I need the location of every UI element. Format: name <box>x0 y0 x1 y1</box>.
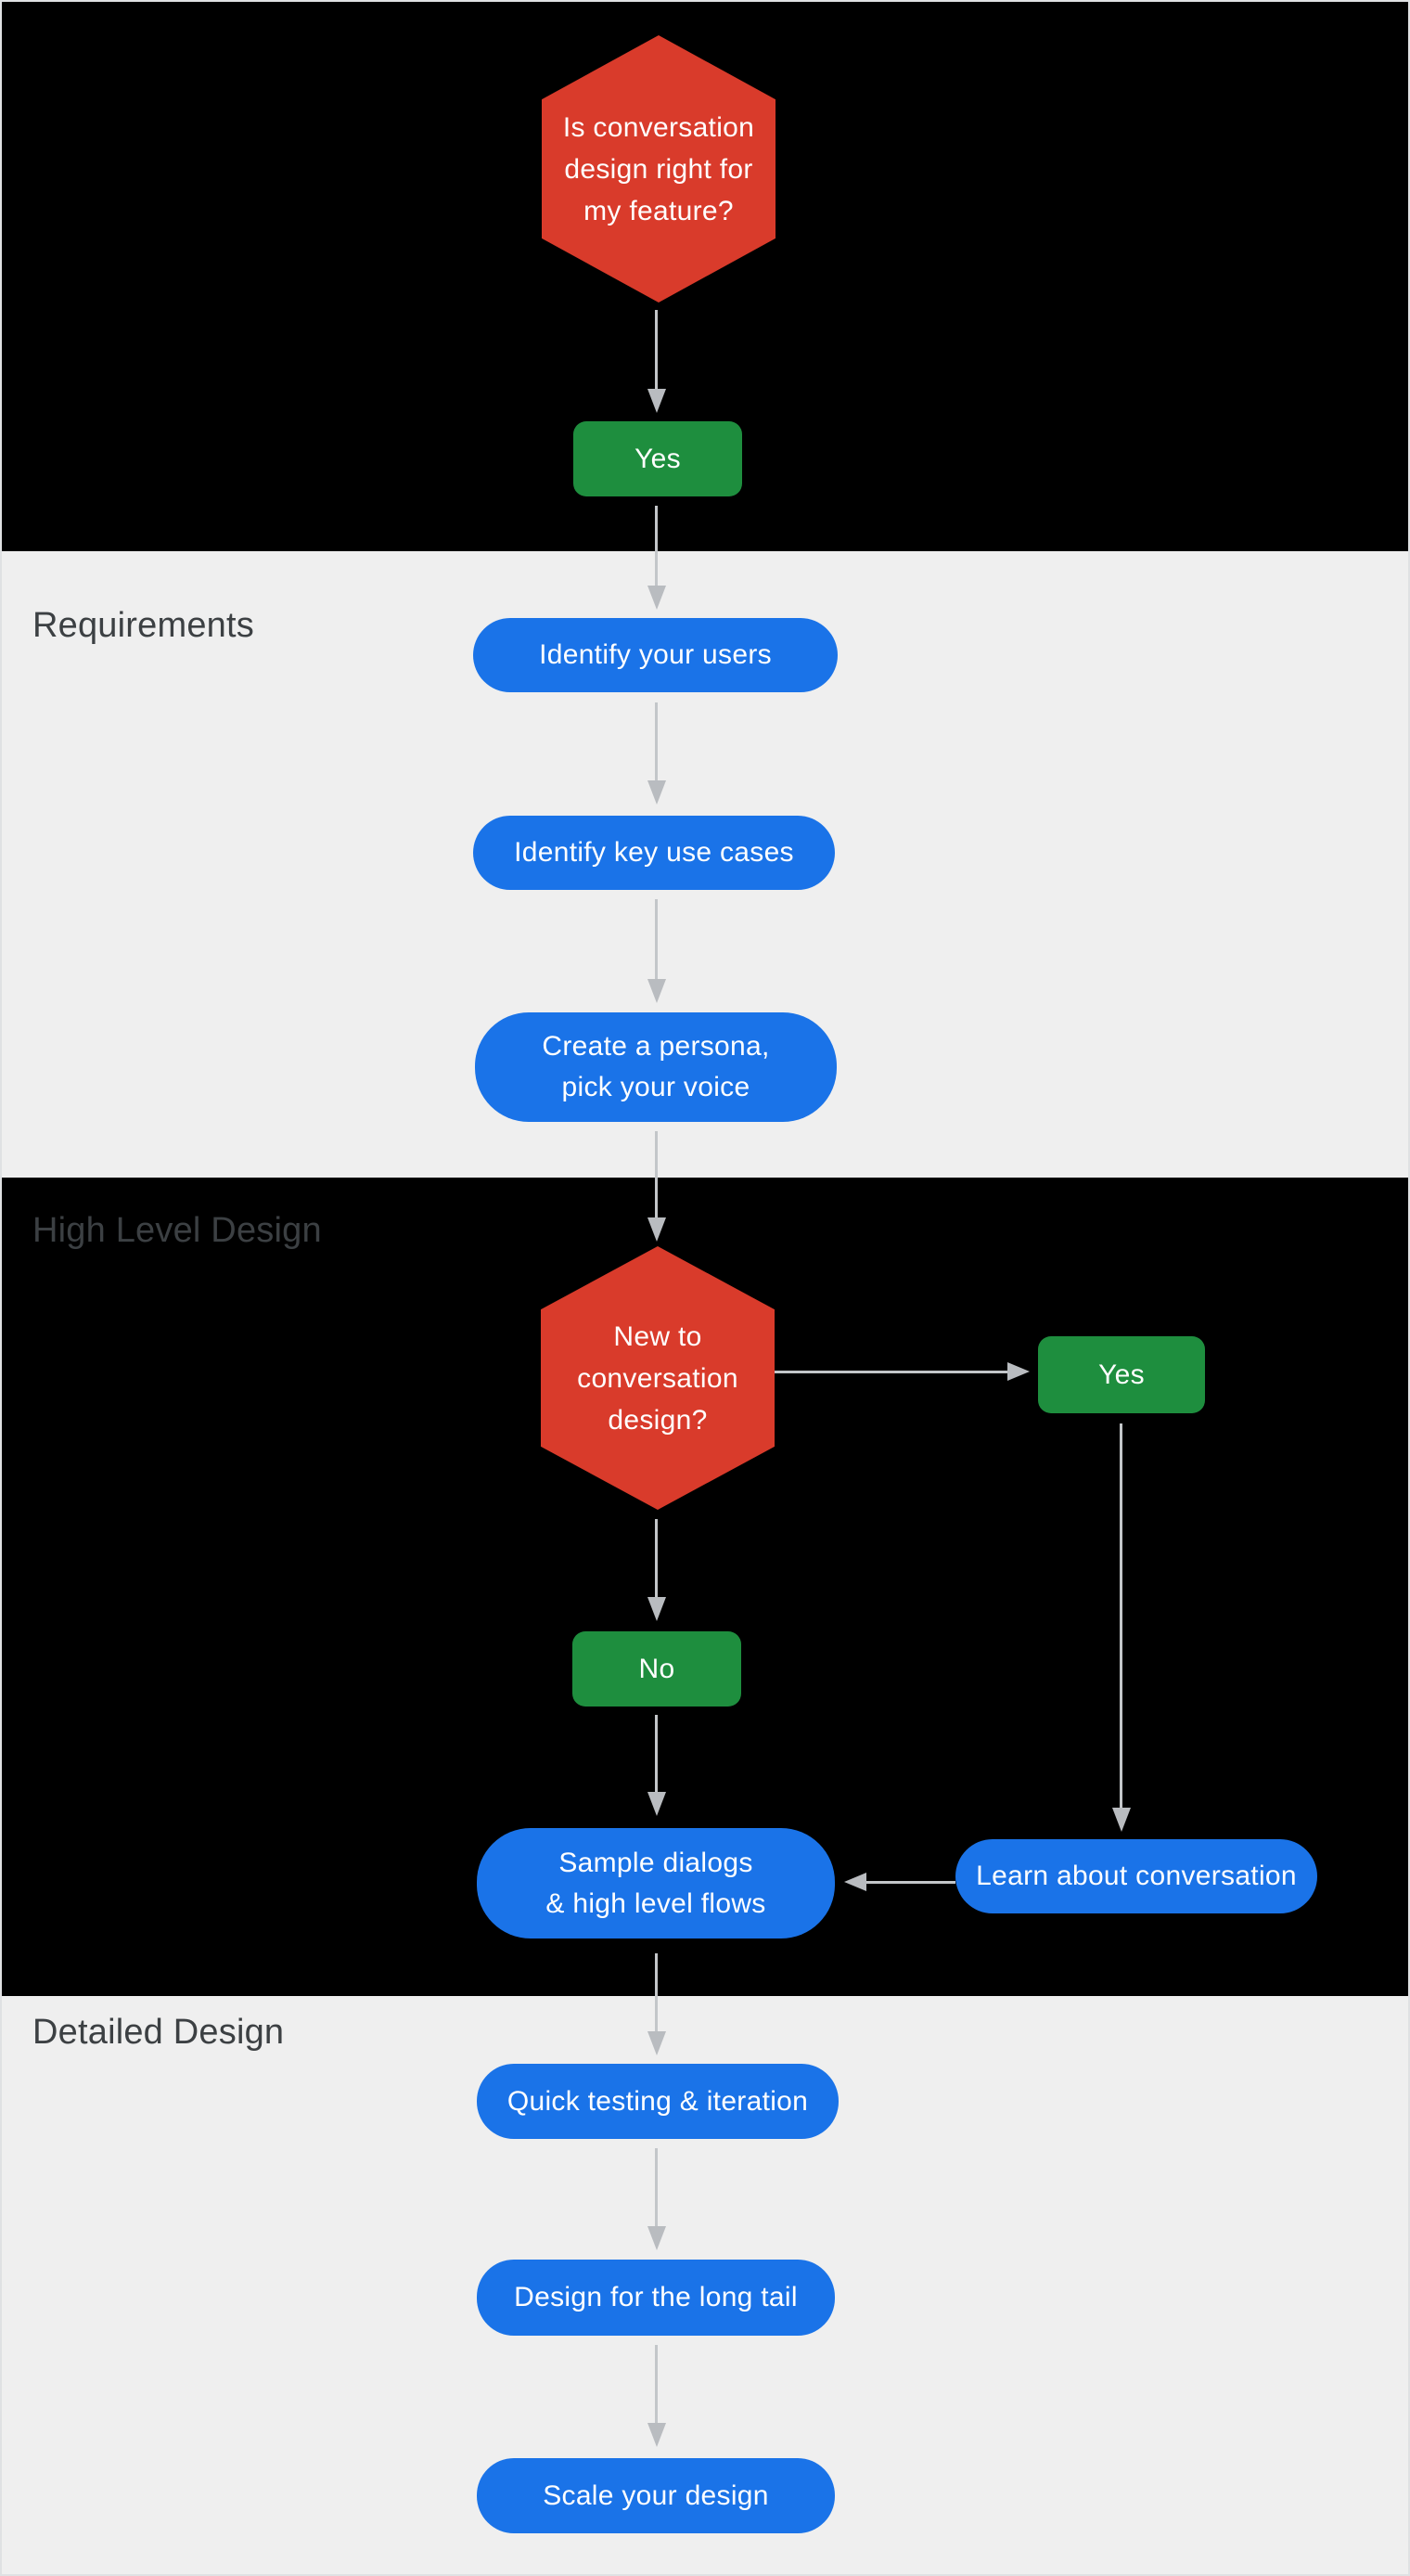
step-sample-dialogs-high-level-flows[interactable]: Sample dialogs & high level flows <box>477 1828 835 1938</box>
arrow-line-hex2-to-no <box>655 1519 658 1597</box>
arrow-line-learn-to-sample <box>866 1881 955 1884</box>
step-label: Scale your design <box>543 2479 769 2511</box>
arrow-down-icon <box>647 780 666 805</box>
section-label-high-level-design: High Level Design <box>32 1211 322 1250</box>
arrow-line-quick-to-longtail <box>655 2148 658 2226</box>
decision-line: New to <box>613 1320 702 1352</box>
step-label: Quick testing & iteration <box>506 2085 809 2117</box>
arrow-down-icon <box>647 2226 666 2250</box>
decision-line: design right for <box>564 153 753 185</box>
step-label: Identify key use cases <box>514 837 794 868</box>
arrow-down-icon <box>647 586 666 610</box>
arrow-line-no-to-sample <box>655 1715 658 1792</box>
answer-label: No <box>638 1653 675 1684</box>
step-learn-about-conversation[interactable]: Learn about conversation <box>955 1839 1317 1913</box>
step-create-persona-pick-voice[interactable]: Create a persona, pick your voice <box>475 1012 837 1122</box>
arrow-line-hex2-to-yes <box>775 1371 1007 1373</box>
answer-button-yes-new: Yes <box>1038 1336 1205 1413</box>
arrow-down-icon <box>1112 1808 1131 1832</box>
arrow-right-icon <box>1007 1362 1030 1381</box>
decision-hexagon-new-to-conversation-design: New to conversation design? <box>541 1246 775 1510</box>
decision-line: Is conversation <box>562 111 755 143</box>
decision-line: my feature? <box>583 195 734 226</box>
step-identify-key-use-cases[interactable]: Identify key use cases <box>473 816 835 890</box>
answer-label: Yes <box>634 443 681 474</box>
arrow-down-icon <box>647 979 666 1003</box>
arrow-down-icon <box>647 2423 666 2447</box>
arrow-down-icon <box>647 2031 666 2055</box>
step-label: Identify your users <box>539 639 772 670</box>
arrow-line-persona-to-hex2 <box>655 1131 658 1217</box>
decision-line: design? <box>608 1404 708 1436</box>
step-label-line: Create a persona, <box>542 1031 770 1062</box>
decision-hexagon-is-conversation-design-right: Is conversation design right for my feat… <box>542 35 776 303</box>
arrow-line-sample-to-quick <box>655 1953 658 2031</box>
step-label: Design for the long tail <box>514 2282 798 2312</box>
arrow-down-icon <box>647 1217 666 1242</box>
step-quick-testing-iteration[interactable]: Quick testing & iteration <box>477 2064 839 2139</box>
answer-button-no: No <box>572 1631 741 1707</box>
step-label: Learn about conversation <box>976 1861 1297 1891</box>
section-label-requirements: Requirements <box>32 606 254 645</box>
step-label-line: pick your voice <box>561 1072 750 1102</box>
step-scale-your-design[interactable]: Scale your design <box>477 2458 835 2533</box>
arrow-line-users-to-usecases <box>655 702 658 780</box>
arrow-down-icon <box>647 1792 666 1816</box>
step-design-for-the-long-tail[interactable]: Design for the long tail <box>477 2260 835 2336</box>
arrow-line-yes-to-users <box>655 506 658 586</box>
arrow-line-usecases-to-persona <box>655 899 658 979</box>
decision-line: conversation <box>577 1362 738 1394</box>
arrow-left-icon <box>844 1873 866 1891</box>
step-identify-your-users[interactable]: Identify your users <box>473 618 838 692</box>
section-label-detailed-design: Detailed Design <box>32 2013 285 2052</box>
step-label-line: Sample dialogs <box>558 1847 753 1878</box>
answer-label: Yes <box>1098 1359 1145 1390</box>
arrow-line-hex1-to-yes <box>655 310 658 389</box>
arrow-down-icon <box>647 389 666 413</box>
arrow-line-yes-to-learn <box>1120 1423 1122 1808</box>
arrow-down-icon <box>647 1597 666 1621</box>
answer-button-yes-top: Yes <box>573 421 742 496</box>
step-label-line: & high level flows <box>545 1887 766 1919</box>
arrow-line-longtail-to-scale <box>655 2345 658 2423</box>
